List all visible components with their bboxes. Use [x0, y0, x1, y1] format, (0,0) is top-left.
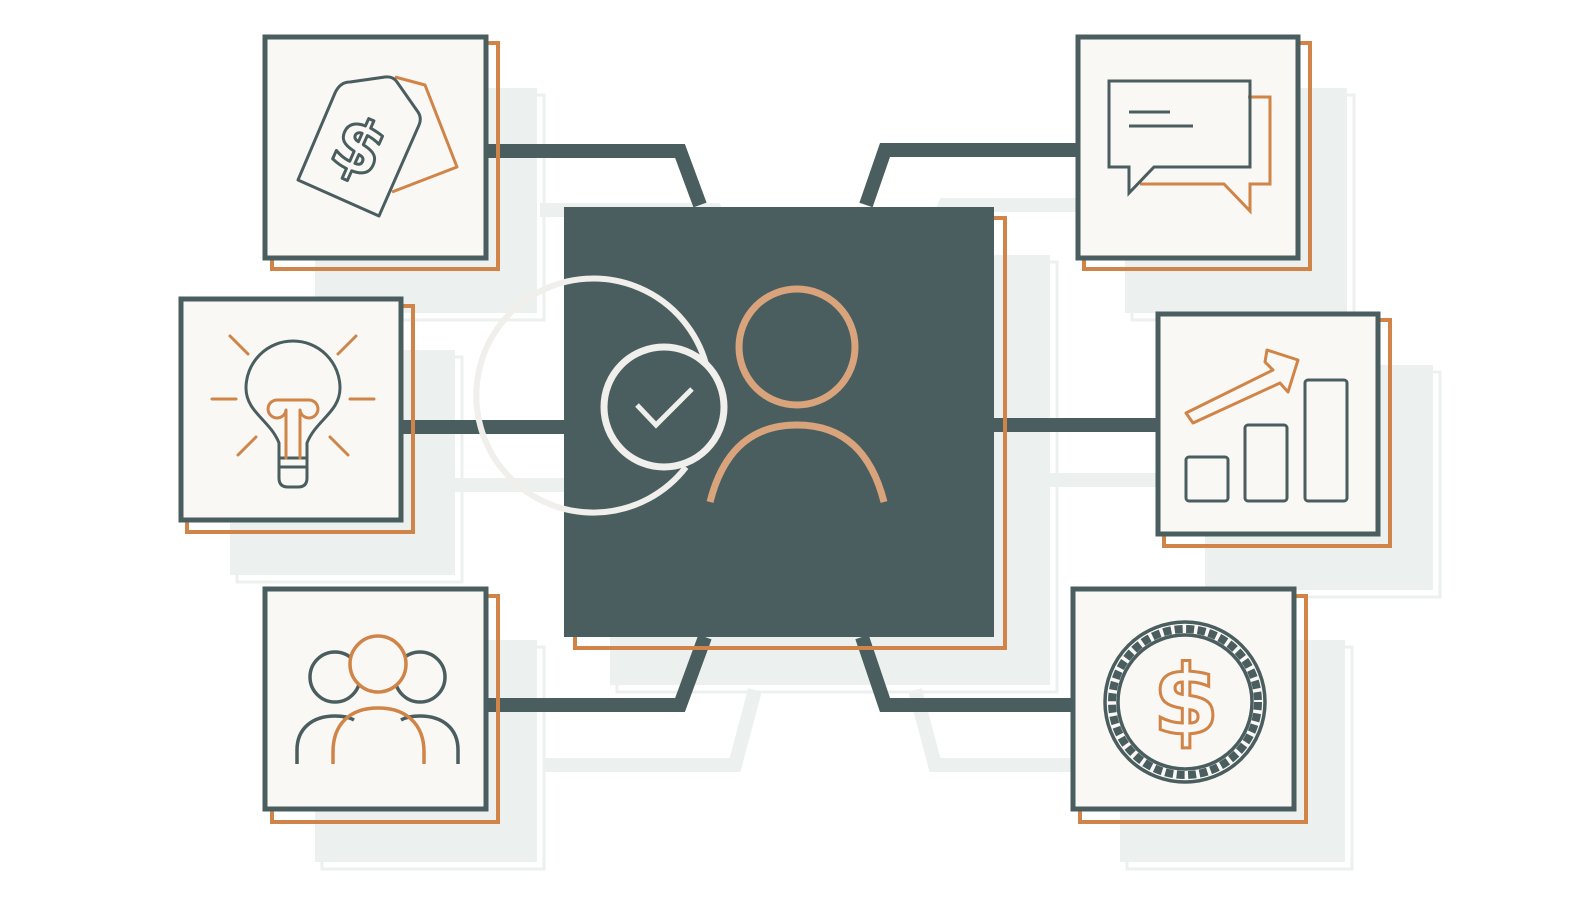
bar-medium — [1243, 423, 1289, 503]
chat-bubbles-icon — [1107, 79, 1272, 215]
bar-tall — [1303, 378, 1349, 503]
card-top-left: $ — [262, 34, 500, 271]
card-frame — [262, 586, 489, 812]
card-bottom-left — [262, 586, 500, 824]
card-middle-right — [1155, 311, 1392, 548]
team-icon — [295, 634, 460, 764]
card-frame — [1075, 34, 1301, 261]
card-middle-left — [178, 296, 415, 534]
team-member-center-head — [348, 634, 408, 694]
light-rays — [210, 334, 376, 457]
price-tag-back — [391, 75, 459, 194]
person-body — [706, 421, 888, 503]
connectors — [403, 143, 1160, 712]
coin-icon: $ — [1103, 620, 1267, 784]
bulb-glass — [244, 339, 342, 460]
coin-inner-rim — [1116, 633, 1254, 771]
ray — [236, 435, 258, 457]
check-badge-circle — [600, 343, 728, 471]
person-frame-ring — [473, 275, 709, 516]
checkmark-icon — [635, 387, 694, 429]
card-top-right — [1075, 34, 1312, 271]
chat-bubble-front — [1107, 79, 1252, 197]
ray — [228, 334, 250, 356]
growth-chart-icon — [1184, 348, 1349, 503]
shadow-connector-bottom-right — [908, 688, 1130, 772]
growth-arrow — [1184, 348, 1300, 425]
connector-bottom-right — [855, 634, 1075, 712]
team-member-right-body — [400, 714, 460, 764]
coin-outer-rim — [1103, 620, 1267, 784]
coin-ridged-edge — [1108, 625, 1262, 779]
chat-bubble-back — [1140, 95, 1272, 215]
verified-user-icon — [473, 275, 888, 516]
team-member-center-body — [331, 706, 426, 764]
ray — [328, 435, 350, 457]
bulb-filament — [266, 398, 320, 460]
center-block — [473, 207, 1007, 650]
bar-small — [1184, 455, 1230, 503]
price-tag-front — [296, 75, 422, 218]
card-bottom-right: $ — [1070, 586, 1308, 824]
connector-top-left — [488, 144, 707, 208]
coin-dollar-glyph: $ — [1153, 645, 1220, 757]
person-head — [735, 285, 859, 409]
connector-top-right — [859, 143, 1078, 208]
card-frame — [178, 296, 404, 523]
ray — [336, 334, 358, 356]
bulb-base — [277, 456, 309, 489]
shadow-connector-bottom-left — [545, 688, 762, 772]
lightbulb-icon — [210, 334, 376, 489]
connector-bottom-left — [488, 634, 712, 712]
